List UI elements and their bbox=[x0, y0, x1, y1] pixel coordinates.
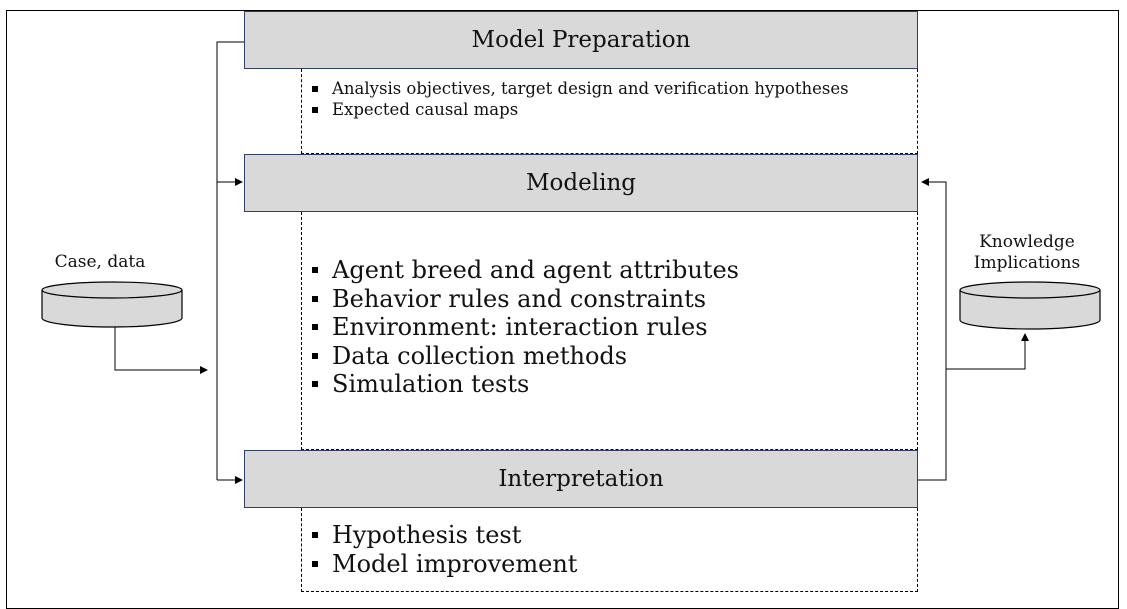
stage-title: Interpretation bbox=[498, 466, 664, 492]
list-item: Simulation tests bbox=[302, 370, 917, 399]
feedback-line bbox=[918, 178, 947, 481]
case-data-label: Case, data bbox=[54, 252, 146, 272]
list-item: Data collection methods bbox=[302, 342, 917, 371]
modeling-details: Agent breed and agent attributes Behavio… bbox=[301, 212, 918, 450]
list-item: Behavior rules and constraints bbox=[302, 285, 917, 314]
list-item: Expected causal maps bbox=[302, 99, 897, 120]
stage-model-preparation: Model Preparation bbox=[244, 11, 918, 69]
interpretation-details: Hypothesis test Model improvement bbox=[301, 508, 918, 592]
knowledge-line: Knowledge bbox=[979, 232, 1075, 252]
list-item: Model improvement bbox=[302, 550, 917, 579]
stage-title: Modeling bbox=[526, 170, 636, 196]
arrow-to-knowledge bbox=[946, 333, 1029, 370]
implications-line: Implications bbox=[973, 253, 1081, 273]
model-preparation-details: Analysis objectives, target design and v… bbox=[301, 69, 918, 154]
list-item: Analysis objectives, target design and v… bbox=[302, 78, 897, 99]
knowledge-label: Knowledge Implications bbox=[952, 232, 1102, 274]
trunk-line bbox=[216, 41, 244, 480]
list-item: Agent breed and agent attributes bbox=[302, 256, 917, 285]
stage-title: Model Preparation bbox=[471, 27, 691, 53]
stage-interpretation: Interpretation bbox=[244, 450, 918, 508]
stage-modeling: Modeling bbox=[244, 154, 918, 212]
list-item: Hypothesis test bbox=[302, 521, 917, 550]
list-item: Environment: interaction rules bbox=[302, 313, 917, 342]
arrow-case-data bbox=[114, 327, 208, 374]
case-data-database-icon bbox=[41, 281, 183, 328]
knowledge-database-icon bbox=[959, 281, 1101, 330]
